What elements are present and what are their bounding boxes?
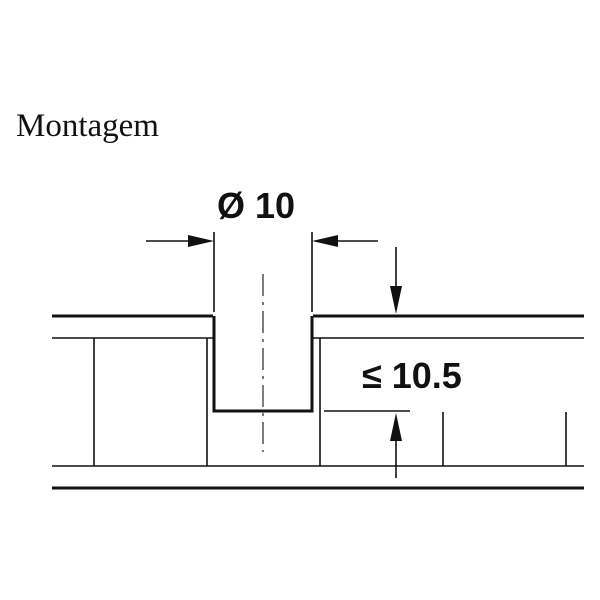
diagram-title: Montagem: [16, 108, 159, 144]
drilled-hole: [212, 316, 314, 413]
depth-label: ≤ 10.5: [362, 355, 462, 396]
diameter-label: Ø 10: [217, 185, 295, 226]
vertical-dimension-arrows-icon: [390, 247, 402, 478]
horizontal-dimension-arrows-icon: [146, 235, 378, 247]
